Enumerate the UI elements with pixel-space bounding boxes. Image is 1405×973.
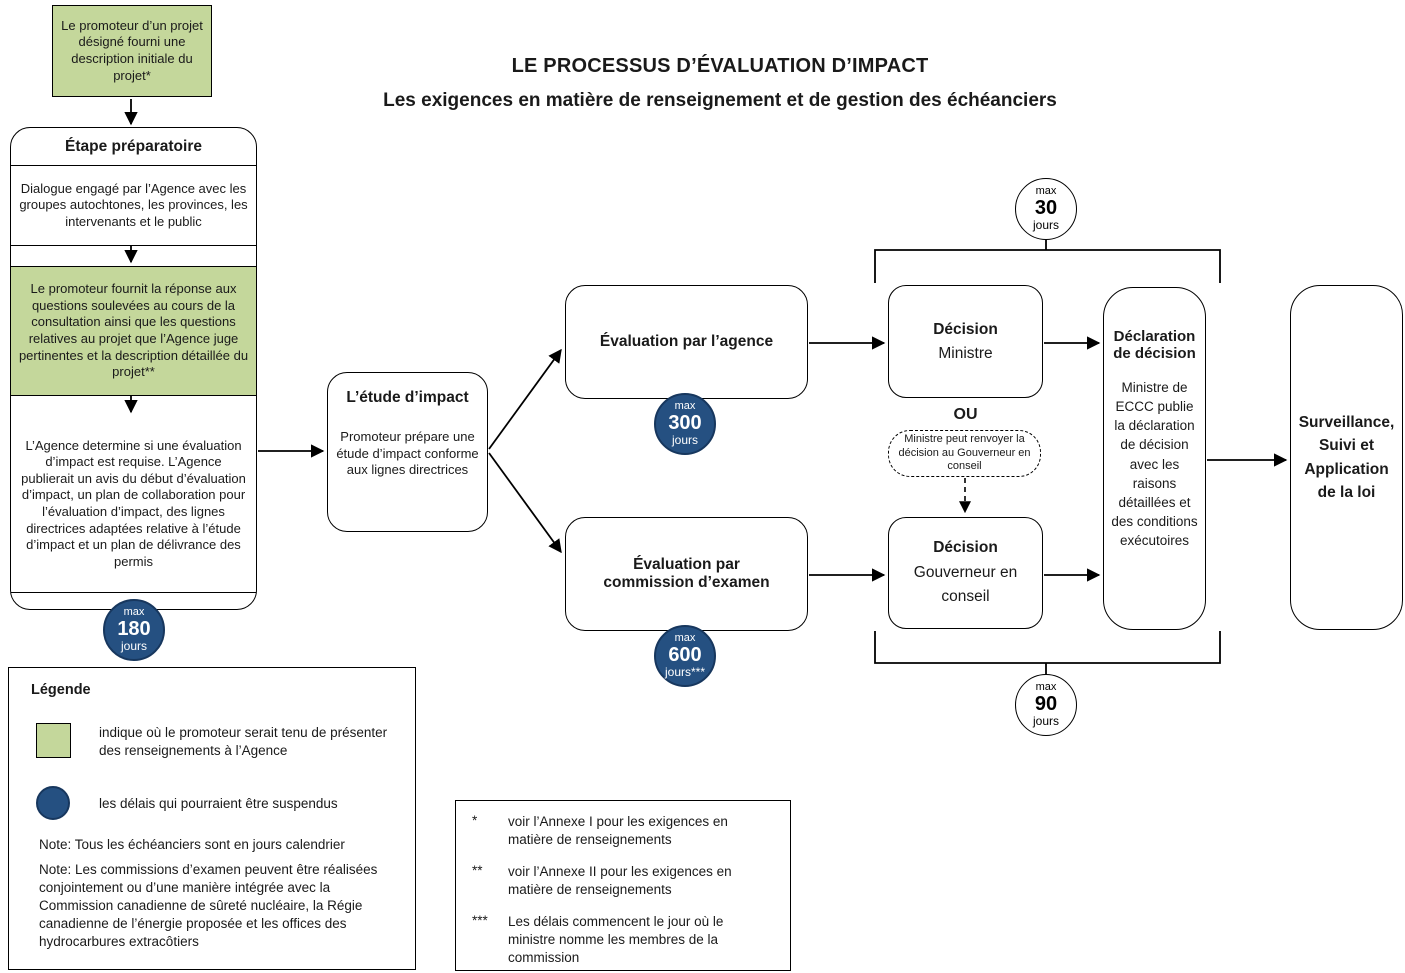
footnote-2-symbol: ** [472, 862, 483, 878]
badge-max-600-days: max 600 jours*** [654, 625, 716, 687]
footnote-2-text: voir l’Annexe II pour les exigences en m… [508, 863, 732, 897]
prep-step-agency-determination: L’Agence determine si une évaluation d’i… [11, 416, 256, 593]
badge-max-300-days: max 300 jours [654, 393, 716, 455]
badge-max-90-days: max 90 jours [1015, 674, 1077, 736]
badge-30-unit: jours [1032, 217, 1059, 232]
surveillance-text: Surveillance, Suivi et Application de la… [1298, 414, 1395, 501]
legend-title: Légende [31, 682, 91, 698]
decision-statement-title: Déclaration de décision [1113, 328, 1196, 362]
footnote-3: *** Les délais commencent le jour où le … [472, 913, 780, 967]
footnote-1-text: voir l’Annexe I pour les exigences en ma… [508, 814, 728, 847]
badge-300-max: max [674, 400, 696, 413]
preparatory-stage-box: Étape préparatoire Dialogue engagé par l… [10, 127, 257, 610]
or-label-text: OU [953, 406, 978, 423]
badge-600-value: 600 [668, 643, 702, 666]
legend-note-2: Note: Les commissions d’examen peuvent ê… [39, 862, 378, 949]
agency-assessment-box: Évaluation par l’agence [565, 285, 808, 399]
badge-180-unit: jours [120, 638, 147, 653]
impact-study-box: L’étude d’impact Promoteur prépare une é… [327, 372, 488, 532]
legend-green-label: indique où le promoteur serait tenu de p… [99, 725, 388, 758]
preparatory-stage-title: Étape préparatoire [65, 137, 202, 155]
legend-blue-swatch [36, 786, 70, 820]
prep-step-agency-determination-text: L’Agence determine si une évaluation d’i… [21, 437, 246, 569]
minister-decision-text: Ministre [938, 344, 993, 362]
agency-assessment-label: Évaluation par l’agence [599, 333, 774, 350]
badge-30-value: 30 [1034, 196, 1058, 219]
gic-decision-title: Décision [933, 538, 998, 556]
prep-step-promoter-response-text: Le promoteur fournit la réponse aux ques… [18, 281, 249, 380]
footnote-1: * voir l’Annexe I pour les exigences en … [472, 813, 780, 849]
badge-600-unit: jours*** [664, 664, 706, 679]
legend-box: Légende indique où le promoteur serait t… [8, 667, 416, 970]
minister-decision-title: Décision [933, 321, 998, 339]
badge-600-max: max [674, 632, 696, 645]
initial-project-description-box: Le promoteur d’un projet désigné fourni … [52, 5, 212, 97]
badge-max-30-days: max 30 jours [1015, 178, 1077, 240]
badge-90-unit: jours [1032, 713, 1059, 728]
badge-180-max: max [123, 606, 145, 619]
badge-300-unit: jours [671, 432, 698, 447]
badge-30-max: max [1035, 185, 1057, 198]
referral-note-bubble: Ministre peut renvoyer la décision au Go… [888, 430, 1041, 477]
footnote-3-text: Les délais commencent le jour où le mini… [508, 913, 724, 965]
gic-decision-box: Décision Gouverneur en conseil [888, 517, 1043, 629]
impact-study-title: L’étude d’impact [346, 389, 469, 406]
prep-step-dialogue-text: Dialogue engagé par l’Agence avec les gr… [19, 180, 248, 229]
gic-decision-text: Gouverneur en conseil [913, 563, 1018, 606]
panel-assessment-box: Évaluation par commission d’examen [565, 517, 808, 631]
footnote-2: ** voir l’Annexe II pour les exigences e… [472, 863, 780, 899]
impact-study-text: Promoteur prépare une étude d’impact con… [336, 429, 479, 478]
prep-step-dialogue: Dialogue engagé par l’Agence avec les gr… [11, 166, 256, 246]
preparatory-stage-header: Étape préparatoire [11, 128, 256, 166]
prep-step-promoter-response: Le promoteur fournit la réponse aux ques… [11, 266, 256, 396]
initial-project-description-text: Le promoteur d’un projet désigné fourni … [61, 17, 203, 83]
page-title: LE PROCESSUS D’ÉVALUATION D’IMPACT [511, 55, 929, 77]
badge-90-max: max [1035, 681, 1057, 694]
referral-note-text: Ministre peut renvoyer la décision au Go… [898, 432, 1031, 473]
badge-max-180-days: max 180 jours [103, 599, 165, 661]
badge-180-value: 180 [117, 617, 151, 640]
footnotes-box: * voir l’Annexe I pour les exigences en … [455, 800, 791, 971]
surveillance-box: Surveillance, Suivi et Application de la… [1290, 285, 1403, 630]
decision-statement-text: Ministre de ECCC publie la déclaration d… [1111, 380, 1198, 549]
footnote-3-symbol: *** [472, 912, 488, 928]
badge-300-value: 300 [668, 411, 702, 434]
legend-note-1: Note: Tous les échéanciers sont en jours… [39, 837, 345, 852]
legend-blue-label: les délais qui pourraient être suspendus [99, 796, 338, 811]
minister-decision-box: Décision Ministre [888, 285, 1043, 398]
legend-green-swatch [36, 723, 71, 758]
page-subtitle: Les exigences en matière de renseignemen… [383, 90, 1057, 111]
badge-90-value: 90 [1034, 692, 1058, 715]
footnote-1-symbol: * [472, 813, 478, 828]
or-label: OU [888, 404, 1043, 426]
decision-statement-box: Déclaration de décision Ministre de ECCC… [1103, 287, 1206, 630]
panel-assessment-label: Évaluation par commission d’examen [603, 556, 770, 591]
